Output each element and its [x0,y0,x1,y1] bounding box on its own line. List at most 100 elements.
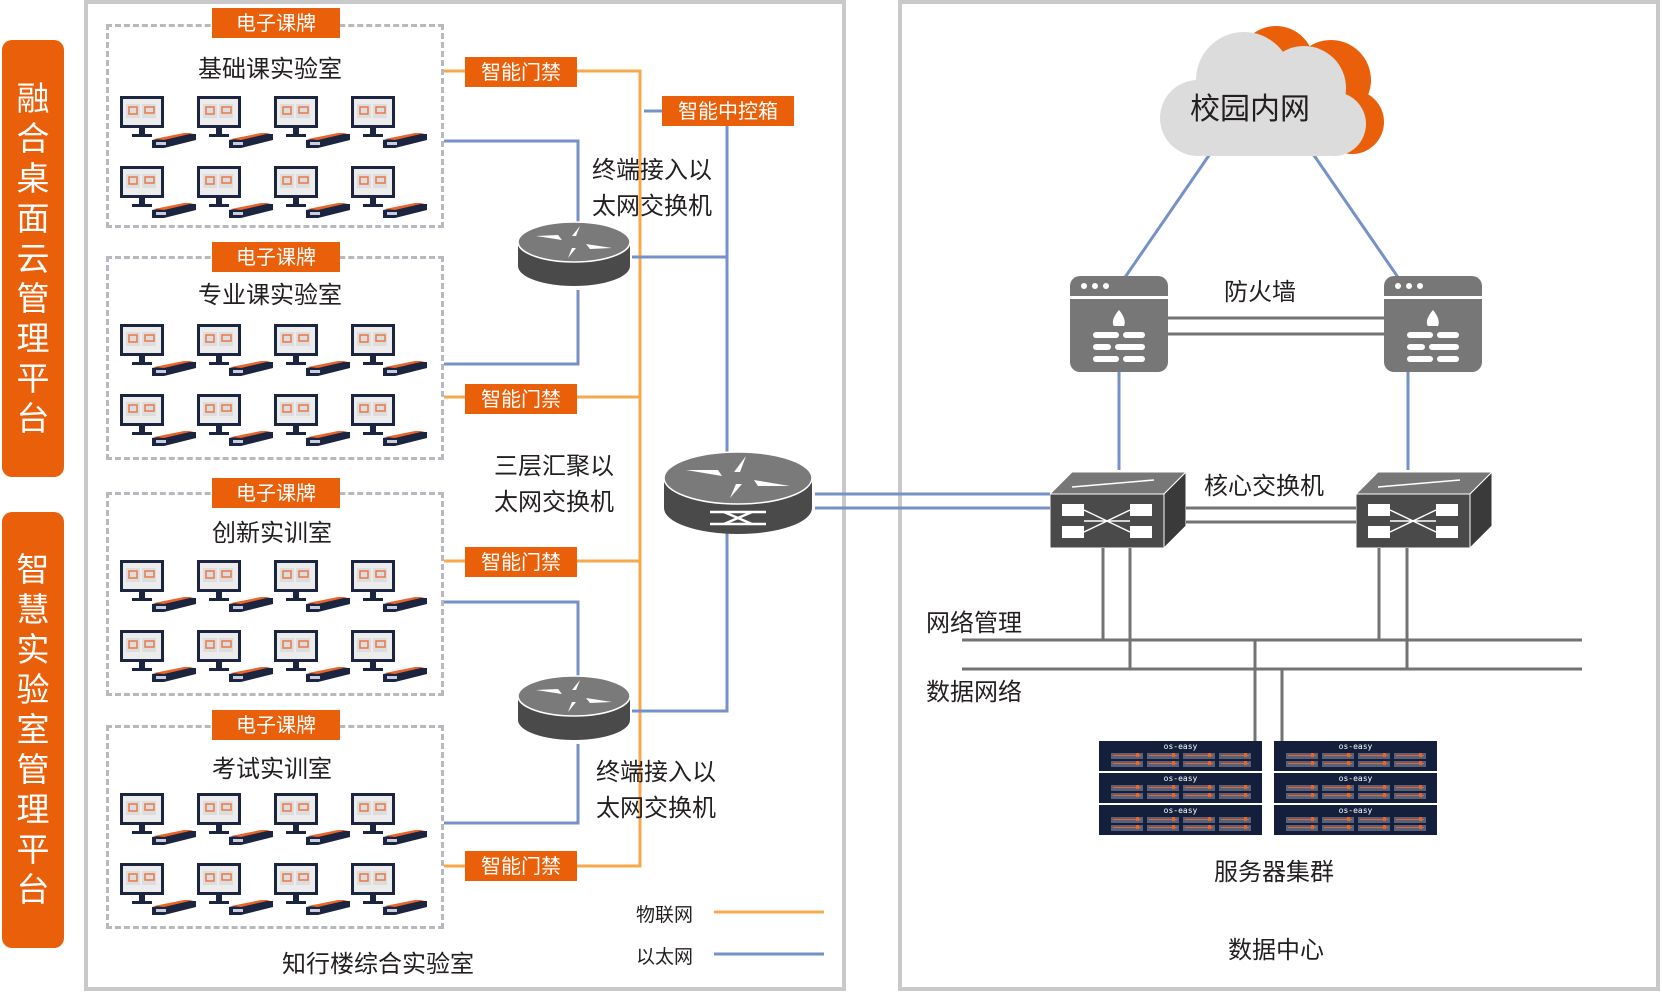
platform-label-char: 实 [16,630,50,669]
server-unit-icon: os-easy [1099,805,1262,835]
room-name: 考试实训室 [212,755,332,783]
campus-network-label: 校园内网 [1190,92,1310,127]
ethernet-line [444,744,580,825]
drive-bay [1111,825,1143,831]
firewall-left-icon [1070,276,1168,372]
drive-bay [1394,785,1426,791]
platform-label-char: 室 [16,710,50,749]
terminal-icon [197,630,273,684]
drive-bay [1111,817,1143,823]
core-switch-left-icon [1050,472,1186,548]
firewall-right-icon [1384,276,1482,372]
drive-bay [1183,793,1215,799]
platform-pill-smart-lab: 智慧实验室管理平台 [2,512,64,948]
drive-bay [1394,753,1426,759]
drive-bay [1147,825,1179,831]
drive-bay [1111,761,1143,767]
drive-bay [1147,785,1179,791]
platform-label-char: 平 [16,358,50,398]
drive-bay [1322,817,1354,823]
server-brand: os-easy [1163,742,1198,751]
e-class-card-tag: 电子课牌 [212,478,340,508]
server-brand: os-easy [1163,806,1198,815]
drive-bay [1147,753,1179,759]
ethernet-line [1117,150,1214,287]
data-network-label: 数据网络 [926,678,1022,706]
platform-label-char: 管 [16,750,50,789]
drive-bay [1147,761,1179,767]
drive-bay [1286,785,1318,791]
label-line: 太网交换机 [592,192,712,220]
terminal-icon [197,96,273,150]
terminal-icon [120,96,196,150]
access-switch-label-top: 终端接入以 太网交换机 [592,152,712,224]
e-class-card-tag: 电子课牌 [212,710,340,740]
label-line: 终端接入以 [592,156,712,184]
label-line: 终端接入以 [596,758,716,786]
platform-label-char: 台 [16,870,50,909]
terminal-icon [197,324,273,378]
drive-bay [1394,825,1426,831]
terminal-icon [120,560,196,614]
smart-access-control: 智能门禁 [465,57,577,87]
drive-bay [1183,785,1215,791]
platform-label-char: 合 [16,118,50,158]
smart-access-control: 智能门禁 [465,384,577,414]
drive-bay [1183,753,1215,759]
drive-bay [1286,761,1318,767]
room-name: 基础课实验室 [198,55,342,83]
drive-bay [1183,825,1215,831]
platform-label-char: 桌 [16,158,50,198]
room-name: 专业课实验室 [198,281,342,309]
drive-bay [1322,793,1354,799]
drive-bay [1358,753,1390,759]
terminal-icon [197,793,273,847]
label-line: 太网交换机 [596,794,716,822]
access-switch-label-bottom: 终端接入以 太网交换机 [596,754,716,826]
e-class-card-tag: 电子课牌 [212,8,340,38]
terminal-icon [274,166,350,220]
platform-label-char: 台 [16,398,50,438]
drive-bay [1219,753,1251,759]
terminal-icon [274,793,350,847]
terminal-icon [351,166,427,220]
smart-access-control: 智能门禁 [465,851,577,881]
terminal-icon [197,863,273,917]
server-brand: os-easy [1163,774,1198,783]
drive-bay [1358,785,1390,791]
terminal-icon [351,863,427,917]
drive-bay [1322,825,1354,831]
drive-bay [1111,785,1143,791]
smart-control-box: 智能中控箱 [662,96,794,126]
drive-bay [1219,793,1251,799]
legend-iot-label: 物联网 [636,904,694,926]
terminal-icon [274,863,350,917]
platform-label-char: 慧 [16,590,50,629]
smart-access-control: 智能门禁 [465,547,577,577]
platform-label-char: 平 [16,830,50,869]
platform-pill-desktop-cloud: 融合桌面云管理平台 [2,40,64,477]
core-switch-label: 核心交换机 [1204,472,1324,500]
drive-bay [1147,817,1179,823]
platform-label-char: 智 [16,550,50,589]
drive-bay [1394,761,1426,767]
campus-network-cloud-icon [1160,26,1384,156]
terminal-icon [197,394,273,448]
drive-bay [1358,817,1390,823]
terminal-icon [274,324,350,378]
room-name: 创新实训室 [212,519,332,547]
server-cluster-label: 服务器集群 [1214,858,1334,886]
e-class-card-tag: 电子课牌 [212,242,340,272]
drive-bay [1111,753,1143,759]
terminal-icon [351,394,427,448]
terminal-icon [351,630,427,684]
drive-bay [1147,793,1179,799]
platform-label-char: 理 [16,318,50,358]
aggregation-switch-label: 三层汇聚以 太网交换机 [494,448,614,520]
drive-bay [1322,785,1354,791]
terminal-icon [274,560,350,614]
drive-bay [1219,825,1251,831]
platform-label-char: 面 [16,198,50,238]
terminal-icon [351,793,427,847]
